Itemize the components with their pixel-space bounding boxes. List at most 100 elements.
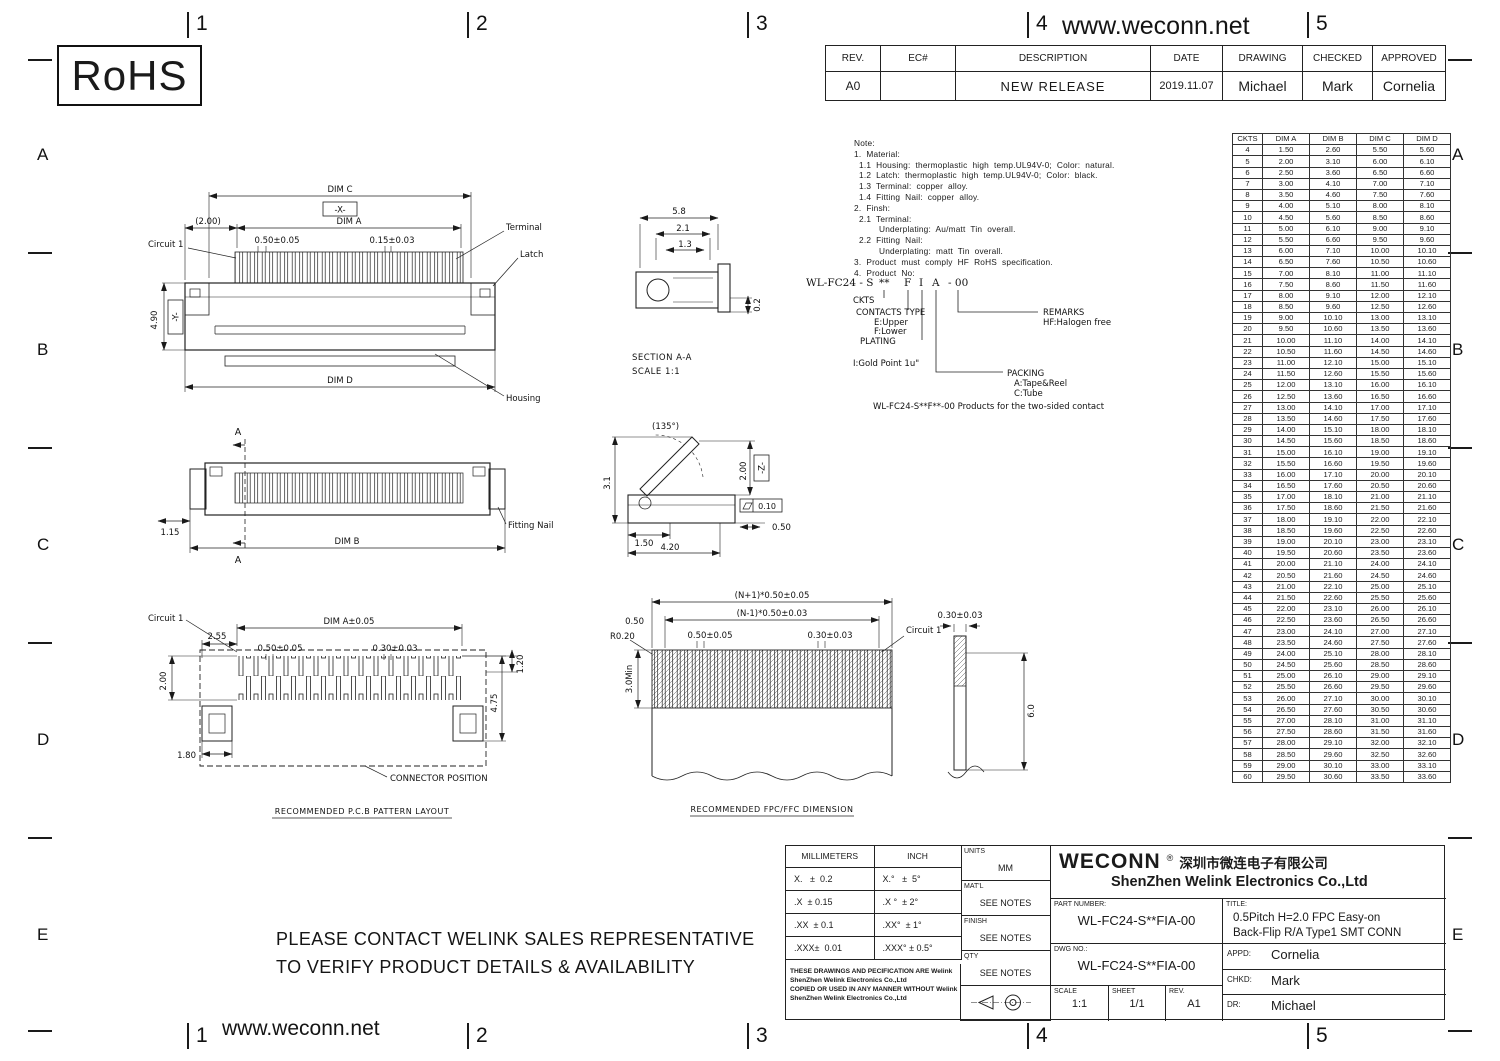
rev-label: REV. [1169,988,1185,995]
table-cell: 58 [1232,748,1263,761]
table-cell: 7.50 [1356,188,1404,202]
table-cell: 11.00 [1356,267,1404,280]
fpc-pitch-label: 0.50±0.05 [688,631,733,641]
table-cell: 29.10 [1309,737,1357,750]
table-cell: 42 [1232,569,1263,582]
table-cell: 14.50 [1262,435,1310,448]
company-name-en: ShenZhen Welink Electronics Co.,Ltd [1111,874,1368,890]
table-cell: 27.10 [1309,692,1357,705]
table-cell: 11.50 [1356,278,1404,291]
table-cell: 31.00 [1356,714,1404,727]
table-cell: 2.00 [1262,155,1310,168]
table-cell: 23.50 [1262,636,1310,649]
disclaimer-line-2: TO VERIFY PRODUCT DETAILS & AVAILABILITY [276,957,696,977]
table-cell: 9.60 [1403,233,1451,246]
title-line-1: 0.5Pitch H=2.0 FPC Easy-on [1233,912,1381,924]
table-cell: 29 [1232,423,1263,437]
pcb-dim-lines [169,625,515,757]
top-view: A A 1.15 DIM B Fitting Nail [157,427,553,566]
table-cell: 25.00 [1356,580,1404,593]
table-cell: 24.00 [1356,558,1404,571]
table-cell: .XXX° ± 0.5° [874,936,962,960]
table-cell: 23 [1232,356,1263,369]
table-cell: 19.10 [1309,513,1357,526]
table-cell: 24 [1232,367,1263,381]
table-cell: 12.10 [1309,356,1357,369]
table-cell: 22.60 [1309,591,1357,604]
lever-view: (135°) 3.1 2.00 -Z- 1.50 4.20 0.50 0.10 [603,422,791,557]
table-cell: 13.50 [1356,323,1404,336]
table-cell: 9.10 [1403,222,1451,235]
table-cell: 50 [1232,658,1263,672]
table-cell: 32.50 [1356,748,1404,761]
copyright-note: THESE DRAWINGS AND PECIFICATION ARE Weli… [786,964,961,1021]
table-cell: 29.60 [1309,748,1357,761]
table-cell: .XX ± 0.1 [786,913,875,937]
pcb-pad-label: 0.30±0.03 [373,644,418,654]
dim-a-header: DIM A [1262,132,1310,146]
table-cell: 19.00 [1262,535,1310,548]
table-cell: 15.50 [1356,367,1404,381]
table-cell: 30 [1232,435,1263,448]
dimension-table-header-row: CKTS DIM A DIM B DIM C DIM D [1232,132,1451,146]
z-datum-box [753,454,770,482]
section-dim-lines [639,215,751,315]
table-cell: 29.60 [1403,681,1451,694]
table-cell: 12.60 [1309,367,1357,381]
terminal-label: Terminal [505,223,542,233]
flatness-icon [742,502,753,510]
revision-table: REV. EC# DESCRIPTION DATE DRAWING CHECKE… [825,45,1446,101]
sheet-cell: SHEET 1/1 [1109,986,1166,1021]
table-cell: 18.50 [1356,435,1404,448]
table-cell: 18.50 [1262,524,1310,537]
table-cell: 59 [1232,759,1263,772]
dr-label: DR: [1227,1000,1241,1009]
dim-d-header: DIM D [1403,132,1451,146]
table-cell: 24.10 [1403,558,1451,571]
table-cell: 3.60 [1309,166,1357,179]
table-cell: 25 [1232,379,1263,392]
date-header: DATE [1150,45,1223,72]
table-cell: 21.60 [1403,502,1451,515]
projection-symbol-icon [971,994,1031,1011]
fpc-dim-lines [635,599,1027,771]
table-cell: 16.50 [1356,390,1404,403]
plating-label: PLATING [860,337,896,347]
lever-d1-label: 1.50 [635,539,654,549]
table-cell: 23.60 [1403,546,1451,560]
pcb-pattern-view: Circuit 1 DIM A±0.05 2.55 0.50±0.05 0.30… [148,614,526,819]
table-cell: 7.60 [1403,188,1451,202]
table-cell: 14.10 [1309,401,1357,414]
table-cell: 17 [1232,289,1263,302]
table-cell: 37 [1232,513,1263,526]
table-cell: 30.10 [1309,759,1357,772]
table-cell: 5.60 [1403,144,1451,157]
table-cell: 16.60 [1309,457,1357,470]
qty-value: SEE NOTES [979,968,1032,978]
qty-cell: QTY SEE NOTES [961,951,1051,986]
front-view-body [184,251,496,367]
contacts-lower-label: F:Lower [874,327,907,337]
pcb-pitch-label: 0.50±0.05 [258,644,303,654]
fpc-contact-fingers [651,649,893,709]
table-cell: 15.50 [1262,457,1310,470]
fpc-total-label: (N+1)*0.50±0.05 [735,591,810,601]
lever-d3-label: 0.50 [772,523,791,533]
table-cell: 13.60 [1403,323,1451,336]
lever-body [627,494,736,524]
fpc-circuit1-leader [881,635,905,653]
disclaimer: PLEASE CONTACT WELINK SALES REPRESENTATI… [276,925,755,981]
table-cell: 17.10 [1403,401,1451,414]
table-cell: 23.10 [1403,535,1451,548]
table-cell: 33.00 [1356,759,1404,772]
table-cell: 2.60 [1309,144,1357,157]
